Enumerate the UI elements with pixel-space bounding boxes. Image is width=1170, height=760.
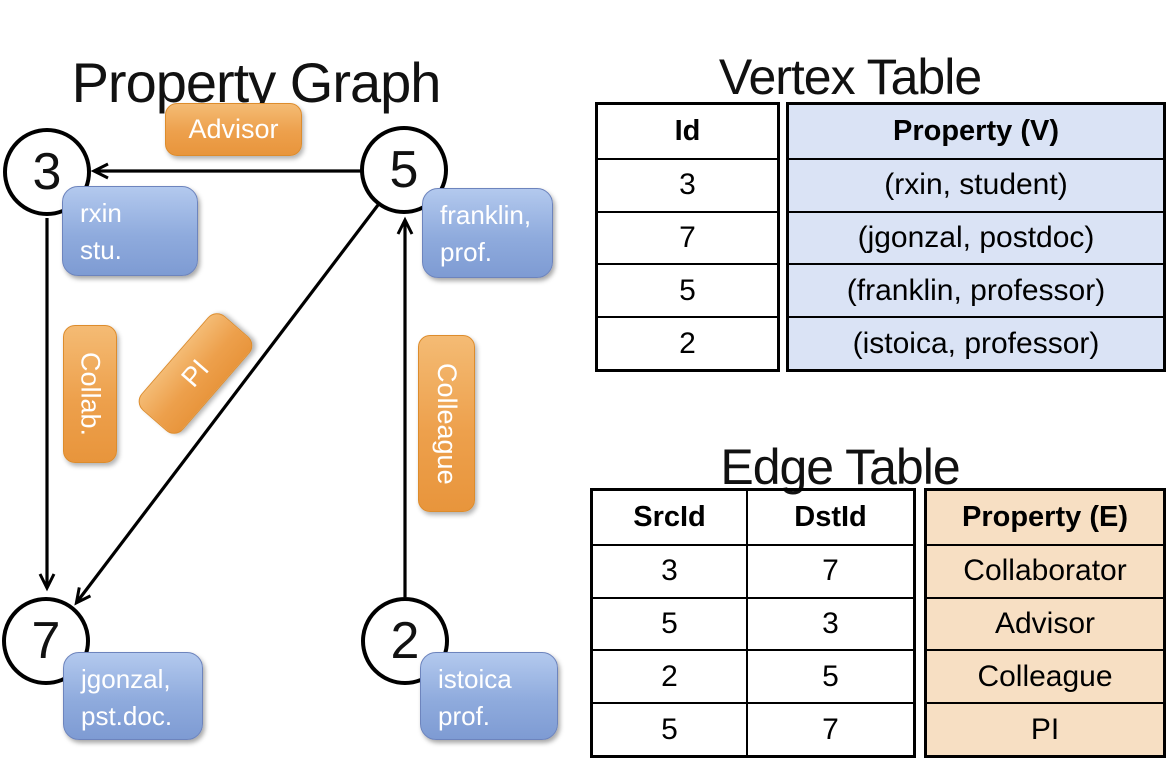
table-cell: Colleague [927,649,1163,703]
vertex-property-line: franklin, [440,200,532,230]
edge-label-text: PI [175,353,215,393]
vertex-property-line: pst.doc. [81,701,173,731]
vertex-property-box-2: istoica prof. [420,652,558,740]
table-cell: PI [927,702,1163,755]
vertex-table-property-column: Property (V) (rxin, student) (jgonzal, p… [786,102,1166,372]
edge-table-srcid-header: SrcId [633,500,706,533]
table-cell: Advisor [927,596,1163,650]
edge-table-property-column: Property (E) Collaborator Advisor Collea… [924,488,1166,758]
table-cell: 3 [746,596,913,650]
vertex-property-line: prof. [438,701,491,731]
vertex-property-line: jgonzal, [81,664,171,694]
edge-table-dstid-header: DstId [746,491,913,544]
table-cell: 5 [598,263,777,316]
edge-table-title: Edge Table [720,438,960,495]
edge-table-property-header: Property (E) [927,491,1163,544]
node-id-label: 5 [389,141,419,199]
table-cell: (istoica, professor) [789,316,1163,369]
table-cell: 7 [746,702,913,755]
vertex-property-box-5: franklin, prof. [422,188,553,278]
table-cell: 7 [746,543,913,597]
table-cell: Collaborator [927,543,1163,597]
edge-label-text: Colleague [432,362,462,485]
graph-edges-layer [38,162,414,606]
table-cell: 5 [746,649,913,703]
table-cell: 7 [598,210,777,264]
edge-label-text: Advisor [188,114,279,144]
table-cell: 2 [598,316,777,369]
edge-label-collab: Collab. [63,325,117,463]
vertex-property-box-7: jgonzal, pst.doc. [63,652,203,740]
vertex-property-line: prof. [440,237,493,267]
graph-node-5: 5 [360,126,448,214]
vertex-property-line: stu. [80,235,122,265]
table-cell: 3 [593,543,746,597]
edge-label-text: Collab. [75,351,106,437]
edge-line-5-to-7 [74,204,380,606]
edge-table-id-columns: SrcId DstId 3 7 5 3 2 5 5 7 [590,488,916,758]
table-cell: (jgonzal, postdoc) [789,210,1163,264]
edge-label-colleague: Colleague [418,335,475,512]
vertex-property-line: istoica [438,664,512,694]
table-cell: (franklin, professor) [789,263,1163,317]
vertex-table-id-header: Id [674,114,701,147]
node-id-label: 7 [31,612,61,670]
table-cell: 5 [593,702,746,755]
table-cell: 3 [598,157,777,211]
table-cell: (rxin, student) [789,157,1163,211]
node-id-label: 2 [390,612,420,670]
vertex-property-line: rxin [80,198,122,228]
vertex-table-property-header: Property (V) [789,105,1163,158]
graph-node-2: 2 [361,597,449,685]
vertex-property-box-3: rxin stu. [62,186,198,276]
vertex-table-id-column: Id 3 7 5 2 [595,102,780,372]
node-id-label: 3 [32,143,62,201]
table-cell: 2 [593,649,746,702]
edge-label-advisor: Advisor [165,103,302,156]
table-cell: 5 [593,596,746,650]
vertex-table-title: Vertex Table [718,48,982,105]
